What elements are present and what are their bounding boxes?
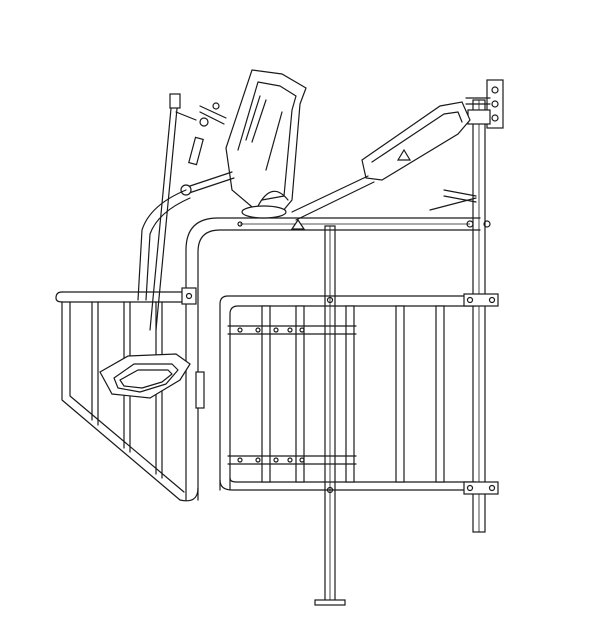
left-curved-frame [137, 189, 191, 301]
right-vertical-post [467, 79, 504, 533]
handle-bar [149, 93, 197, 331]
leg-pad [361, 101, 471, 181]
foot-platform [99, 353, 191, 399]
seat-back-cushion [225, 69, 307, 219]
warning-triangle-upper [396, 148, 412, 161]
angled-support-arm [291, 97, 491, 221]
upper-frame-beam [185, 217, 491, 501]
center-support-post [314, 225, 346, 606]
center-gate [219, 295, 477, 494]
warning-triangle-lower [290, 218, 306, 230]
right-hinge-brackets [463, 293, 499, 495]
